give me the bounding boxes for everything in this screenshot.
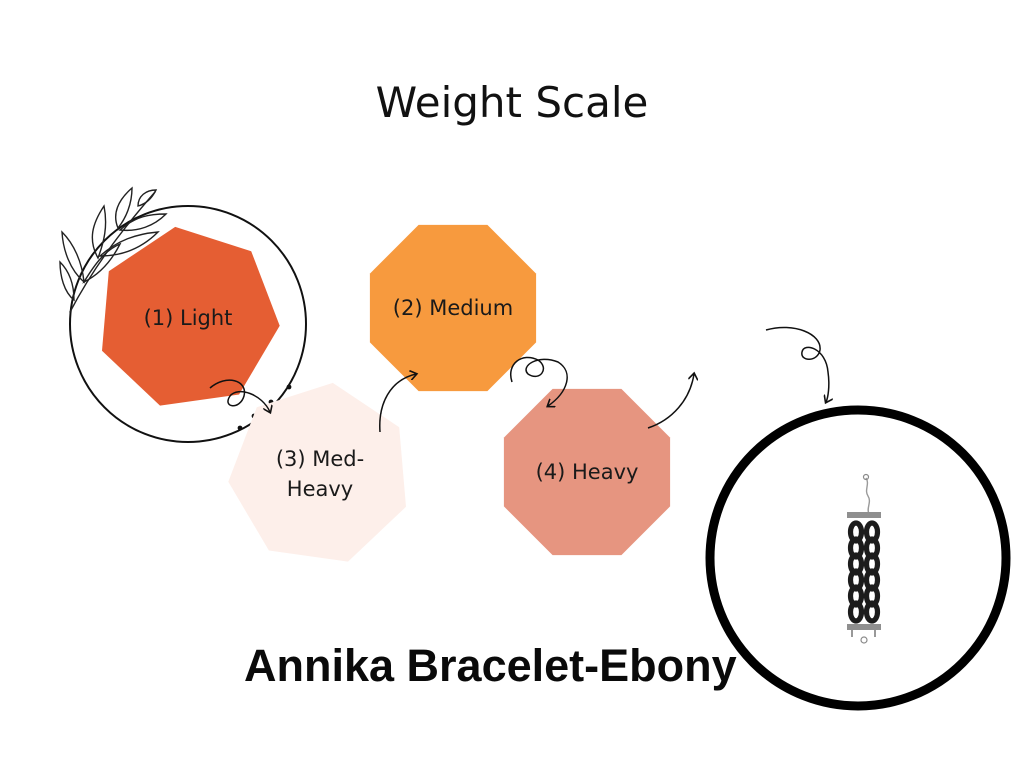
scale-node-light: (1) Light [102, 226, 280, 406]
node-shape [102, 226, 280, 406]
node-label: (3) Med- [276, 447, 364, 471]
node-label: Heavy [287, 477, 353, 501]
arrow-med-heavy-to-medium [379, 374, 416, 433]
nodes-layer: (1) Light (2) Medium (3) Med- Heavy (4) Heav… [102, 224, 671, 562]
node-shape [228, 382, 406, 562]
node-shape [369, 224, 537, 392]
product-name: Annika Bracelet-Ebony [244, 640, 737, 691]
arrow-heavy-to-product [647, 374, 694, 429]
page-title: Weight Scale [375, 78, 649, 127]
arrow-into-product-circle [765, 326, 829, 402]
node-shape [503, 388, 671, 556]
node-label: (2) Medium [393, 296, 513, 320]
arrow-medium-to-heavy [509, 356, 568, 406]
light-ring [69, 205, 307, 443]
connector-arrows [209, 326, 829, 433]
node-label: (1) Light [144, 306, 233, 330]
leaf-branch-icon [59, 186, 168, 313]
scale-node-med-heavy: (3) Med- Heavy [228, 382, 406, 562]
bracelet-icon [847, 473, 881, 644]
scale-node-heavy: (4) Heavy [503, 388, 671, 556]
arrow-light-to-med-heavy [209, 379, 270, 412]
scale-node-medium: (2) Medium [369, 224, 537, 392]
node-label: (4) Heavy [536, 460, 639, 484]
